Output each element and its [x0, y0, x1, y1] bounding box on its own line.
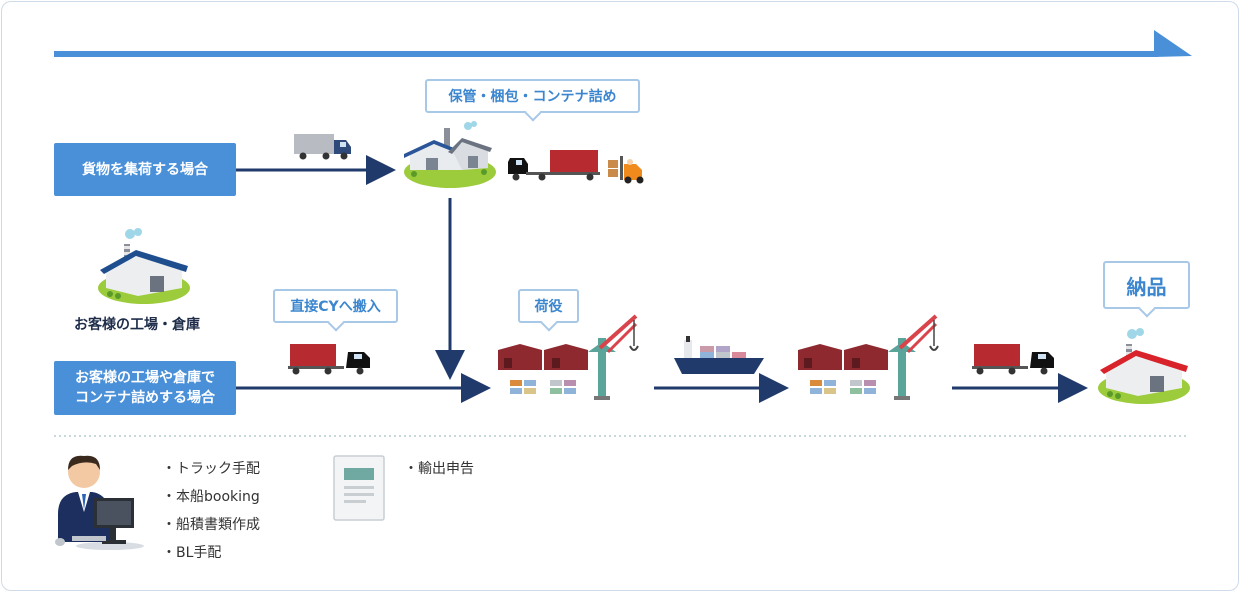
ship-icon — [674, 336, 764, 374]
callout-cargo-handling: 荷役 — [518, 289, 579, 323]
container-stack-icon — [510, 380, 576, 394]
port-warehouse-icon — [498, 344, 588, 394]
case-collect: 貨物を集荷する場合 — [54, 143, 236, 196]
container-truck-icon — [288, 344, 370, 375]
container-truck-icon — [972, 344, 1054, 375]
case-vanning: お客様の工場や倉庫で コンテナ詰めする場合 — [54, 361, 236, 415]
callout-storage: 保管・梱包・コンテナ詰め — [425, 79, 640, 113]
callout-direct-cy: 直接CYへ搬入 — [273, 289, 398, 323]
crane-icon — [588, 314, 639, 400]
delivery-factory-icon — [1098, 328, 1190, 404]
port-warehouse-icon — [798, 344, 888, 394]
crane-icon — [888, 314, 939, 400]
document-icon — [333, 455, 385, 521]
timeline-arrow — [54, 30, 1192, 57]
truck-icon — [294, 134, 351, 160]
container-stack-icon — [810, 380, 876, 394]
task-item: ・BL手配 — [162, 545, 222, 561]
forklift-icon — [608, 156, 644, 184]
task-item: ・トラック手配 — [162, 461, 260, 477]
customs-item: ・輸出申告 — [404, 461, 474, 477]
task-item: ・本船booking — [162, 489, 260, 505]
staff-person-icon — [55, 455, 144, 550]
callout-delivery: 納品 — [1103, 261, 1190, 309]
factory-icon — [98, 228, 190, 304]
factory-label: お客様の工場・倉庫 — [74, 317, 200, 333]
warehouse-icon — [404, 121, 496, 188]
task-item: ・船積書類作成 — [162, 517, 260, 533]
container-truck-icon — [508, 150, 600, 181]
